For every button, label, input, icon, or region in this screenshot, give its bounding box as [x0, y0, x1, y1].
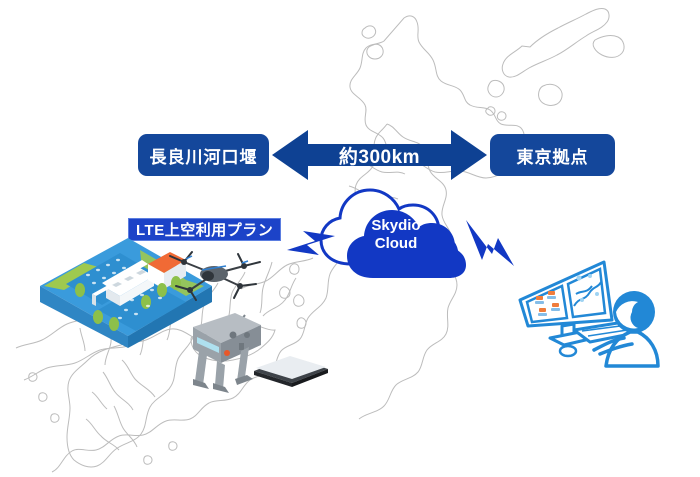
signal-bolt-right-icon: [462, 214, 520, 276]
estuary-barrage-illustration: [36, 228, 214, 348]
double-headed-arrow-icon: [272, 128, 487, 182]
label-site-right-text: 東京拠点: [516, 147, 589, 167]
label-site-left-text: 長良川河口堰: [149, 147, 258, 167]
label-site-right: 東京拠点: [490, 134, 615, 176]
ground-controller-illustration: [183, 305, 273, 395]
operator-at-monitor-illustration: [512, 256, 664, 368]
lte-plan-badge: LTE上空利用プラン: [128, 218, 282, 241]
quadcopter-drone-illustration: [168, 244, 262, 302]
label-site-left: 長良川河口堰: [138, 134, 269, 176]
distance-label: 約300km: [272, 128, 487, 182]
tablet-device-illustration: [252, 355, 330, 387]
signal-bolt-left-icon: [281, 214, 337, 270]
cloud-label-line2: Cloud: [374, 235, 418, 252]
skydio-cloud-icon: [315, 186, 467, 282]
lte-plan-badge-text: LTE上空利用プラン: [136, 222, 274, 239]
distance-label-text: 約300km: [338, 146, 421, 168]
cloud-label-line1: Skydio: [371, 217, 421, 234]
cloud-label: Skydio Cloud: [343, 206, 449, 264]
